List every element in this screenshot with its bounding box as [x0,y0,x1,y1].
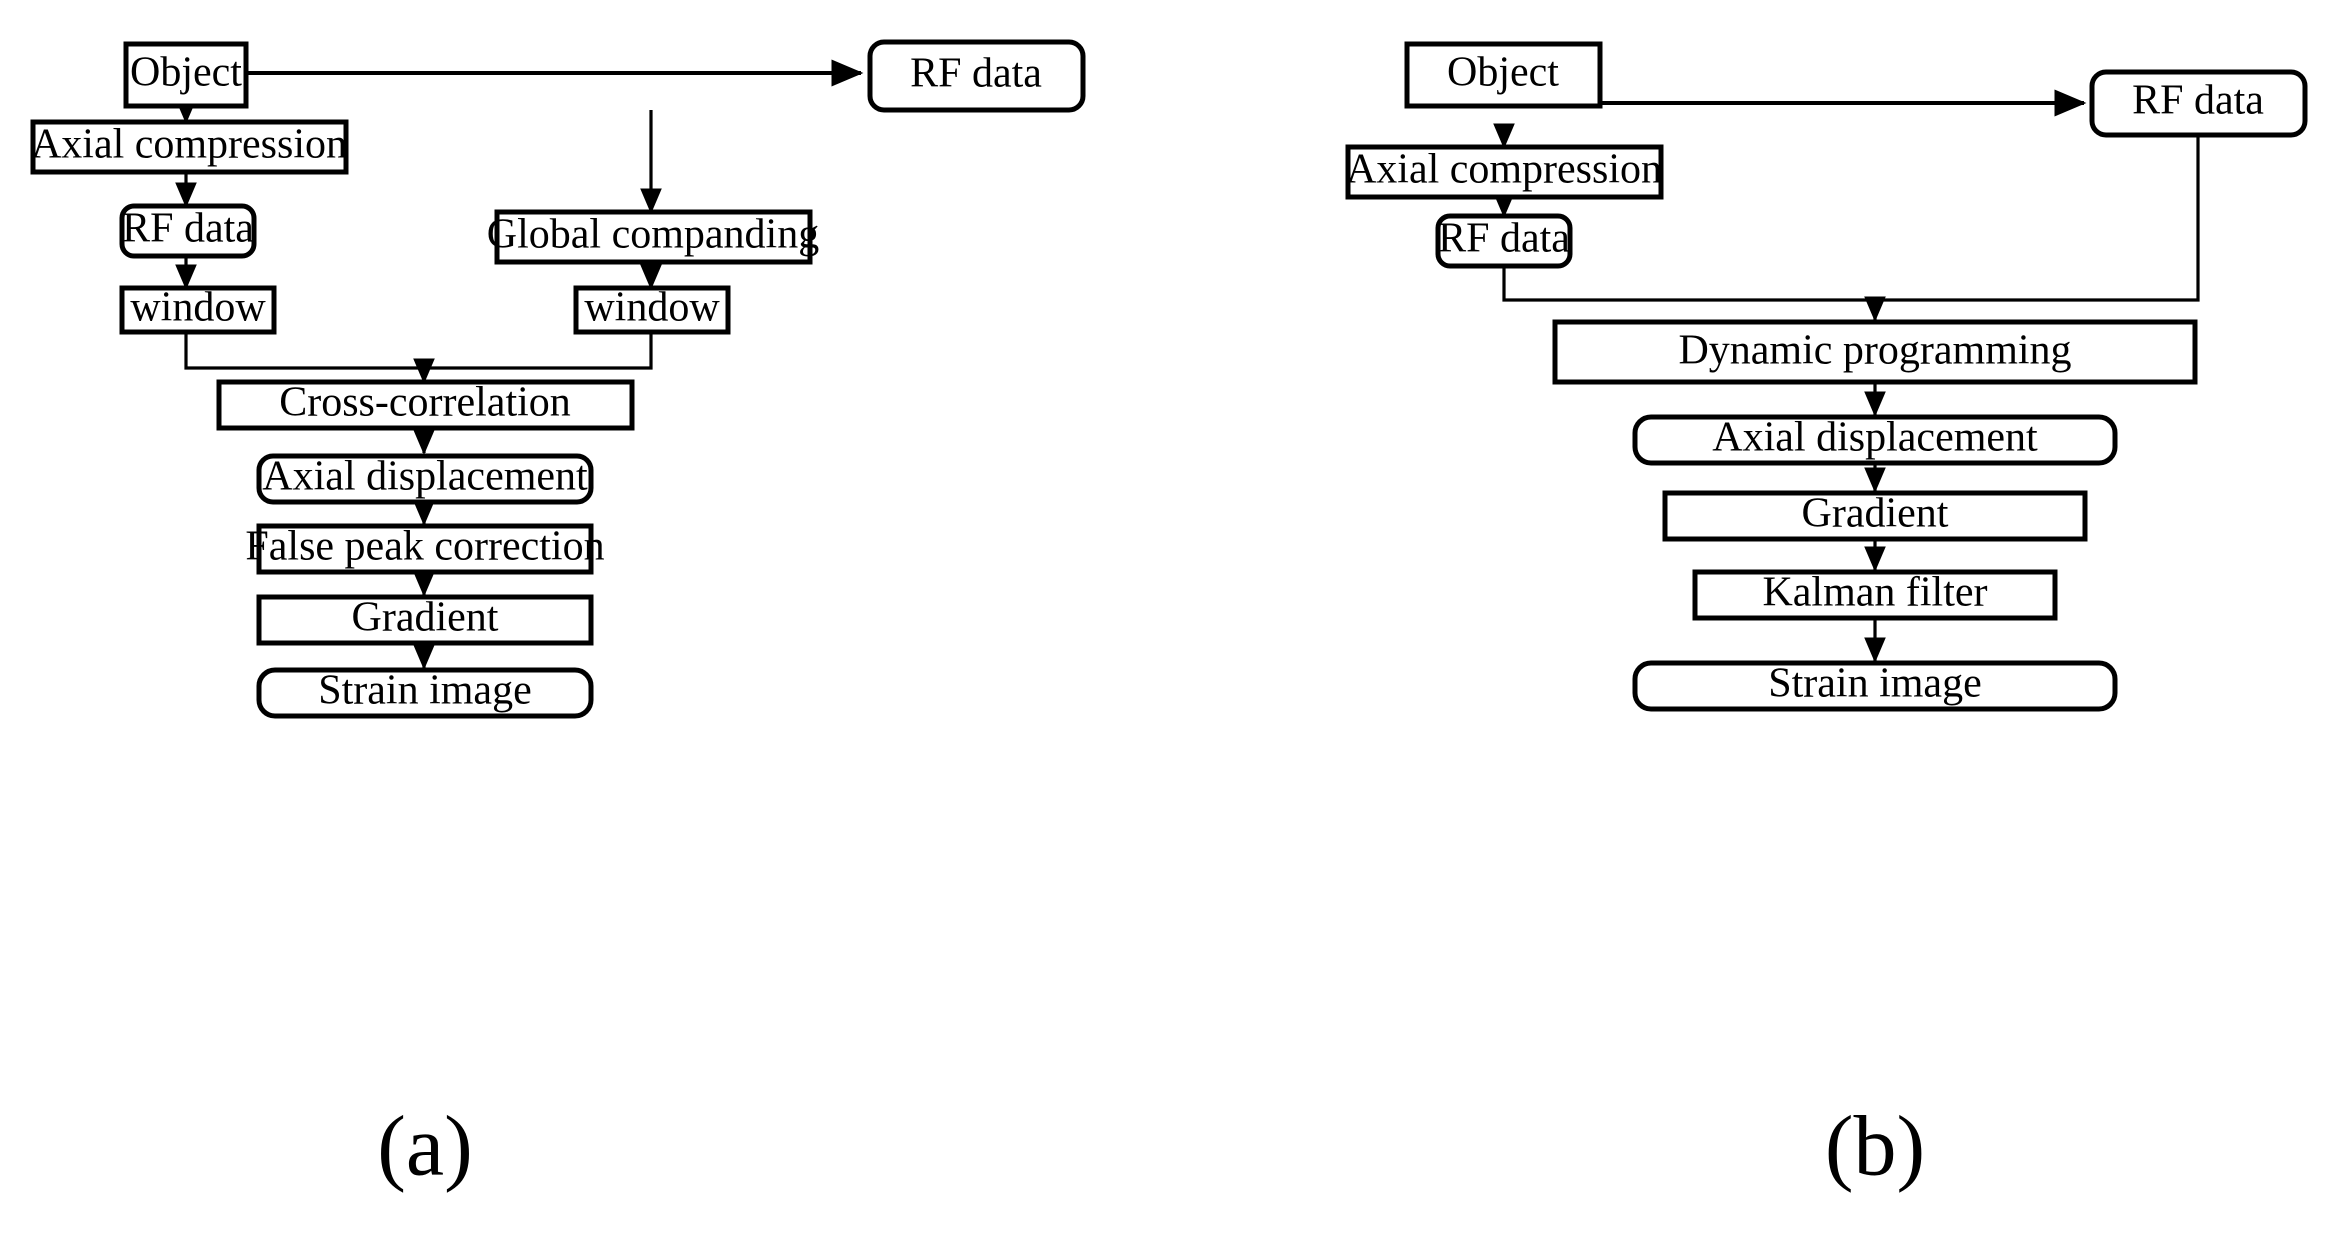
panel-b-edges [1493,89,2200,663]
panel-a: Object RF data Axial compression RF data… [30,39,1086,1194]
node-false-peak-correction-a-label: False peak correction [245,524,604,570]
node-cross-correlation-a[interactable]: Cross-correlation [216,379,635,431]
node-strain-image-a-label: Strain image [318,668,531,714]
node-global-companding-a-label: Global companding [487,212,819,258]
node-rf-data-right-b[interactable]: RF data [2089,69,2308,138]
edge-b-rfdata-left-to-merge [1502,266,1875,302]
node-gradient-b[interactable]: Gradient [1662,490,2088,542]
node-gradient-a[interactable]: Gradient [256,594,594,646]
node-rf-data-left-b-label: RF data [1438,216,1570,262]
edge-b-rfdata-right-to-merge [1875,135,2200,302]
node-window-left-a-label: window [130,285,266,331]
node-strain-image-b-label: Strain image [1768,661,1981,707]
node-axial-compression-b-label: Axial compression [1346,147,1662,193]
node-object-b-label: Object [1447,50,1559,96]
node-window-left-a[interactable]: window [119,285,277,335]
node-object-b[interactable]: Object [1404,41,1603,109]
node-cross-correlation-a-label: Cross-correlation [279,380,571,426]
node-rf-data-left-a[interactable]: RF data [119,203,257,259]
node-axial-displacement-a[interactable]: Axial displacement [256,453,594,505]
node-rf-data-right-a[interactable]: RF data [867,39,1086,113]
node-object-a-label: Object [130,50,242,96]
node-axial-compression-box-b[interactable]: Axial compression [1345,144,1664,200]
node-axial-displacement-a-label: Axial displacement [262,454,588,500]
node-strain-image-b[interactable]: Strain image [1632,660,2118,712]
node-object-a[interactable]: Object [123,41,249,109]
edge-window-right-to-merge [424,332,653,370]
node-window-right-a[interactable]: window [573,285,731,335]
edge-window-left-to-merge [184,332,424,370]
node-kalman-filter-b-label: Kalman filter [1762,570,1987,616]
node-false-peak-correction-a[interactable]: False peak correction [245,523,605,575]
node-gradient-a-label: Gradient [352,595,499,641]
node-axial-compression-a[interactable]: Axial compression [30,119,349,175]
node-axial-compression-a-label: Axial compression [31,122,347,168]
node-rf-data-left-a-label: RF data [122,206,254,252]
node-kalman-filter-b[interactable]: Kalman filter [1692,569,2058,621]
node-global-companding-a[interactable]: Global companding [487,209,819,265]
node-gradient-b-label: Gradient [1802,491,1949,537]
node-axial-displacement-b[interactable]: Axial displacement [1632,414,2118,466]
panel-b: Object RF data Axial compression RF data… [1345,41,2308,1194]
node-strain-image-a[interactable]: Strain image [256,667,594,719]
node-dynamic-programming-b-label: Dynamic programming [1678,328,2071,374]
node-rf-data-right-a-label: RF data [910,51,1042,97]
node-dynamic-programming-b[interactable]: Dynamic programming [1552,319,2198,385]
panel-a-caption: (a) [377,1098,472,1194]
node-axial-displacement-b-label: Axial displacement [1712,415,2038,461]
panel-b-caption: (b) [1825,1098,1925,1194]
node-window-right-a-label: window [584,285,720,331]
node-rf-data-left-b[interactable]: RF data [1435,213,1573,269]
node-rf-data-right-b-label: RF data [2132,78,2264,124]
